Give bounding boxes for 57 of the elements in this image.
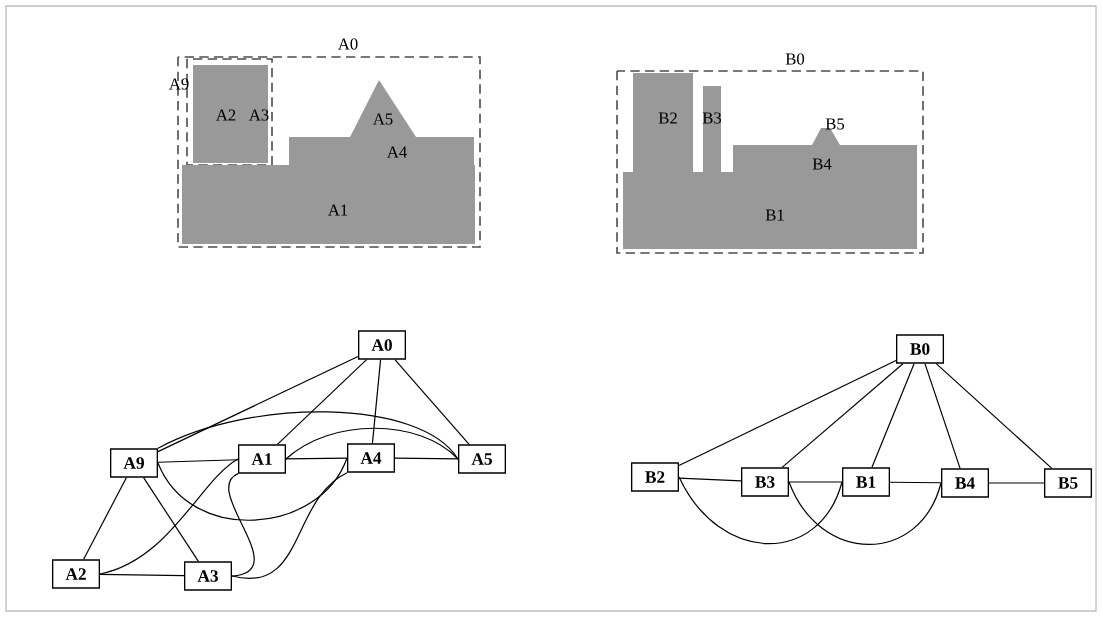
- connector-line: [935, 363, 1053, 469]
- shaded-triangle: A5: [350, 80, 416, 137]
- shaded-block: A4: [289, 137, 474, 165]
- connector-line: [99, 573, 185, 577]
- graph-node: A4: [347, 443, 395, 473]
- connector-line: [285, 427, 459, 460]
- node-label: A1: [327, 204, 348, 216]
- node-label: A9: [168, 78, 189, 90]
- node-label: B4: [812, 158, 832, 170]
- connector-line: [924, 363, 961, 469]
- graph-node: B5: [1044, 468, 1092, 498]
- connector-line: [157, 355, 359, 453]
- graph-node: A9: [110, 448, 158, 478]
- graph-node: B3: [741, 467, 789, 497]
- connector-line: [788, 481, 843, 483]
- connector-line: [889, 481, 942, 484]
- connector-line: [157, 457, 348, 521]
- connector-line: [788, 481, 942, 545]
- graph-node: A5: [458, 444, 506, 474]
- shaded-block: B3: [702, 86, 722, 172]
- connector-line: [276, 359, 368, 445]
- node-label: A4: [386, 146, 407, 158]
- node-label: A0: [337, 38, 358, 50]
- node-label: B5: [825, 118, 845, 130]
- connector-line: [157, 459, 239, 463]
- graph-node: B4: [941, 468, 989, 498]
- connector-line: [83, 477, 127, 560]
- connector-line: [678, 359, 897, 467]
- shaded-triangle: B5: [812, 118, 845, 145]
- connector-line: [143, 477, 199, 562]
- graph-node: B0: [896, 334, 944, 364]
- graph-node: B1: [842, 467, 890, 497]
- connector-line: [871, 363, 915, 468]
- connector-line: [285, 457, 348, 460]
- connector-line: [371, 359, 382, 444]
- graph-node: A0: [358, 330, 406, 360]
- connector-line: [678, 477, 742, 482]
- connector-line: [678, 476, 843, 545]
- graph-node: A3: [184, 561, 232, 591]
- node-label: A2: [215, 109, 236, 121]
- shaded-block: B2: [633, 73, 693, 172]
- connector-line: [228, 473, 255, 577]
- connector-line: [394, 457, 459, 460]
- node-label: A5: [372, 113, 393, 125]
- connector-line: [157, 411, 459, 460]
- node-label: B1: [765, 209, 784, 221]
- node-label: B0: [785, 53, 805, 65]
- graph-node: A1: [238, 444, 286, 474]
- node-label: B2: [658, 112, 677, 124]
- graph-node: B2: [631, 462, 679, 492]
- connector-line: [988, 482, 1045, 484]
- connector-line: [394, 359, 470, 445]
- connector-line: [99, 458, 239, 575]
- node-label: B3: [702, 112, 722, 124]
- connector-line: [781, 363, 904, 468]
- graph-node: A2: [52, 559, 100, 589]
- connector-line: [231, 472, 348, 580]
